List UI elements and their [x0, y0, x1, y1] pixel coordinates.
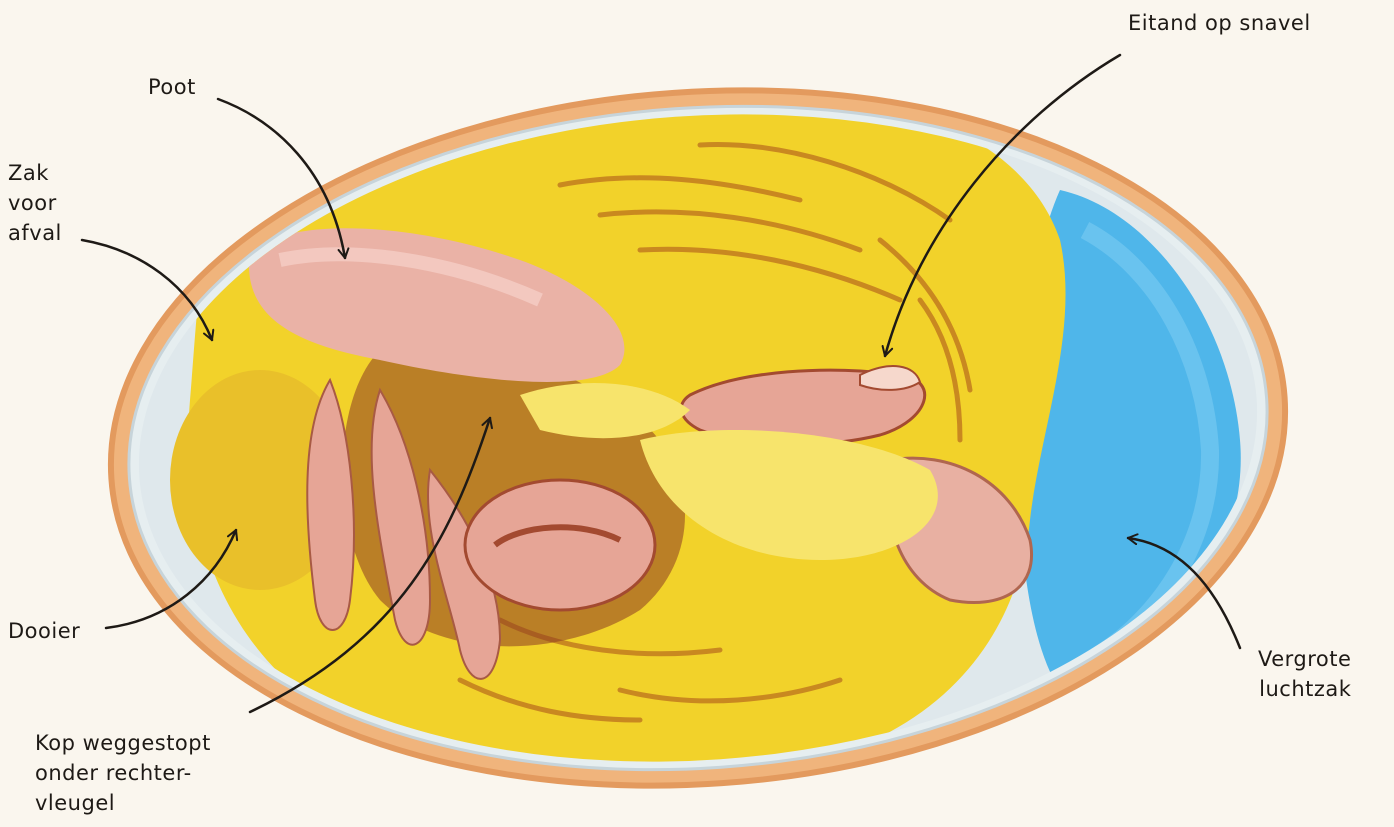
label-kop-weggestopt: Kop weggestopt onder rechter- vleugel: [35, 728, 211, 818]
label-poot: Poot: [148, 72, 196, 102]
label-eitand-op-snavel: Eitand op snavel: [1128, 8, 1311, 38]
label-dooier: Dooier: [8, 616, 80, 646]
label-vergrote-luchtzak: Vergrote luchtzak: [1258, 644, 1351, 704]
chick-head: [465, 480, 655, 610]
label-zak-voor-afval: Zak voor afval: [8, 158, 62, 248]
